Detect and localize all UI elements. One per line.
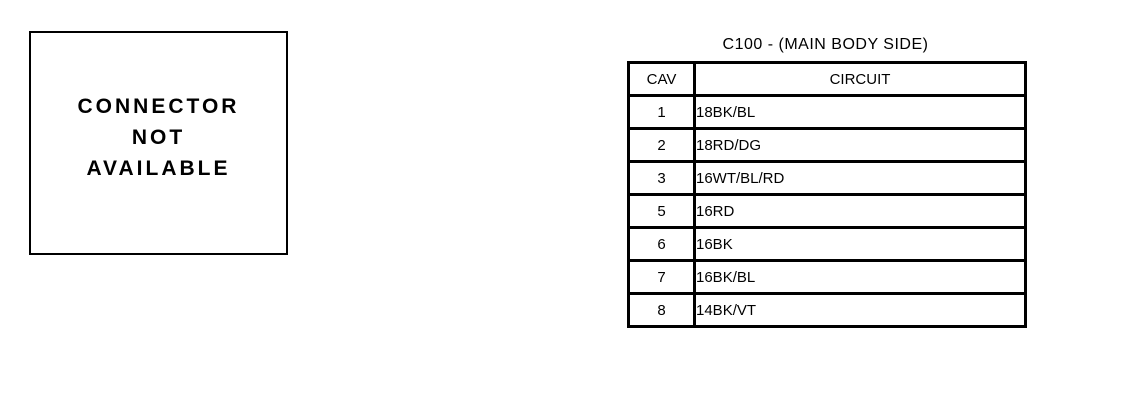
table-header-row: CAV CIRCUIT — [627, 61, 1027, 97]
cav-cell: 3 — [627, 160, 696, 196]
cav-cell: 8 — [627, 292, 696, 328]
column-header-circuit: CIRCUIT — [693, 61, 1027, 97]
circuit-cell: 16BK — [693, 226, 1027, 262]
cav-cell: 5 — [627, 193, 696, 229]
circuit-cell: 16WT/BL/RD — [693, 160, 1027, 196]
cav-cell: 1 — [627, 94, 696, 130]
connector-not-available-text: CONNECTOR NOT AVAILABLE — [78, 91, 240, 184]
cav-cell: 7 — [627, 259, 696, 295]
connector-not-available-box: CONNECTOR NOT AVAILABLE — [29, 31, 288, 255]
cav-cell: 2 — [627, 127, 696, 163]
column-header-cav: CAV — [627, 61, 696, 97]
na-line-2: NOT — [131, 125, 186, 149]
circuit-cell: 16BK/BL — [693, 259, 1027, 295]
circuit-cell: 18RD/DG — [693, 127, 1027, 163]
na-line-1: CONNECTOR — [77, 94, 240, 118]
circuit-cell: 14BK/VT — [693, 292, 1027, 328]
cav-cell: 6 — [627, 226, 696, 262]
connector-table-title: C100 - (MAIN BODY SIDE) — [722, 36, 929, 53]
circuit-cell: 18BK/BL — [693, 94, 1027, 130]
na-line-3: AVAILABLE — [86, 156, 231, 180]
circuit-cell: 16RD — [693, 193, 1027, 229]
